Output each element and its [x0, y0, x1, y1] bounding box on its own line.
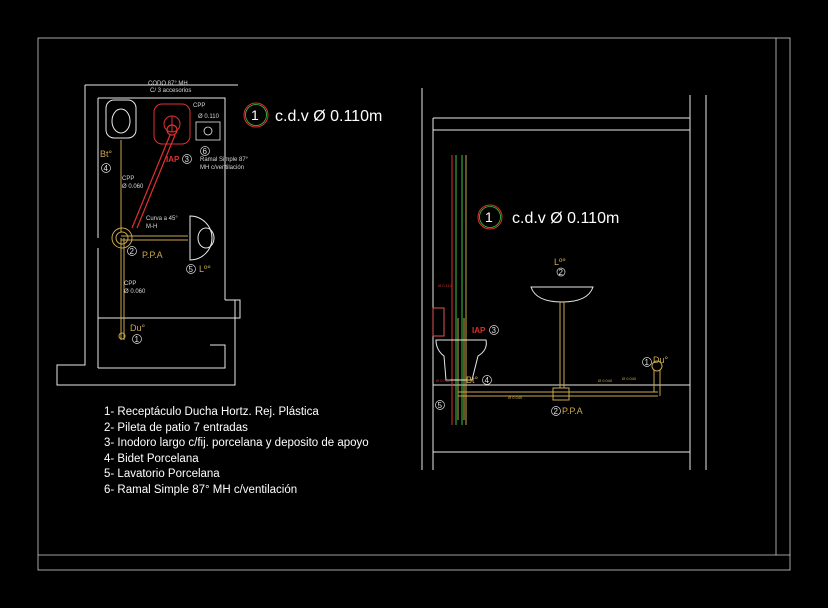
section-walls	[421, 88, 707, 470]
section-left-num: 5	[438, 401, 443, 410]
legend-item: 6- Ramal Simple 87° MH c/ventilación	[104, 483, 298, 496]
plan-inodoro-num: 3	[185, 155, 190, 164]
plan-ppa-label: P.P.A	[142, 250, 163, 260]
plan-cpp-top-dim: Ø 0.110	[198, 114, 220, 120]
plan-cpp-low: CPP	[124, 281, 136, 287]
plan-ducha-num: 1	[135, 335, 140, 344]
legend-item: 2- Pileta de patio 7 entradas	[104, 421, 248, 434]
plan-header-line1: CODO 87° MH	[148, 81, 188, 87]
plan-header-line2: C/ 3 accesorios	[150, 88, 191, 94]
plan-bidet-num: 4	[104, 164, 109, 173]
plan-curva-line1: Curva a 45°	[146, 216, 178, 222]
plan-cpp-mid-dim: Ø 0.060	[122, 184, 144, 190]
section-pipe-note-3: Ø 0.040	[622, 376, 637, 381]
section-lav-num: 2	[559, 268, 564, 277]
section-ppa-label: P.P.A	[562, 406, 583, 416]
section-red-block	[432, 307, 445, 337]
callout-section: 1 c.d.v Ø 0.110m	[477, 204, 619, 230]
section-ppa-num-circle	[551, 406, 561, 416]
ducha-drain	[118, 332, 126, 340]
plan-pipes	[120, 140, 188, 340]
section-lav-pipe	[559, 302, 565, 388]
plan-inodoro-label: IAP	[166, 155, 180, 164]
plan-ppa-num: 2	[130, 247, 135, 256]
plan-lav-num-circle	[186, 264, 196, 274]
section-lav-num-circle	[556, 267, 566, 277]
section-lavatorio	[530, 286, 594, 303]
plan-walls	[56, 84, 241, 386]
section-iap-label: IAP	[472, 326, 486, 335]
section-bidet-label: Bt°	[466, 375, 479, 385]
legend-item: 3- Inodoro largo c/fij. porcelana y depo…	[104, 437, 369, 449]
plan-red-pipe	[131, 124, 178, 229]
section-bidet-num: 4	[485, 376, 490, 385]
section-bidet-num-circle	[482, 375, 492, 385]
callout-plan: 1 c.d.v Ø 0.110m	[243, 102, 382, 128]
legend-item: 5- Lavatorio Porcelana	[104, 468, 220, 480]
fixture-legend: 1- Receptáculo Ducha Hortz. Rej. Plástic…	[104, 405, 369, 498]
section-left-num-circle	[435, 400, 445, 410]
plan-ducha-label: Du°	[130, 323, 146, 333]
plan-ramal-num: 6	[203, 147, 208, 156]
section-ducha-num: 1	[645, 358, 650, 367]
plan-ramal-num-circle	[200, 146, 210, 156]
plan-ramal-line1: Ramal Simple 87°	[200, 157, 249, 163]
lavatorio-fixture	[189, 215, 215, 261]
section-red-note-2: Ø 0.060	[436, 378, 451, 383]
plan-cpp-low-dim: Ø 0.060	[124, 289, 146, 295]
plan-inodoro-num-circle	[182, 154, 192, 164]
callout-plan-text: c.d.v Ø 0.110m	[275, 108, 382, 125]
legend-item: 4- Bidet Porcelana	[104, 452, 199, 465]
callout-section-number: 1	[485, 209, 493, 225]
callout-plan-number: 1	[251, 107, 259, 123]
plan-cpp-top: CPP	[193, 103, 205, 109]
inodoro-fixture	[153, 103, 191, 145]
section-ducha-num-circle	[642, 357, 652, 367]
plan-bidet-label: Bt°	[100, 149, 113, 159]
deposit-fixture	[195, 121, 221, 141]
section-iap-num: 3	[492, 326, 497, 335]
section-view: Lº° 2 IAP 3 Bt° 4 1 Du° 2 P.P.A 5 Ø 0.04…	[421, 88, 707, 470]
section-ducha-label: Du°	[653, 355, 669, 365]
callout-section-text: c.d.v Ø 0.110m	[512, 210, 619, 227]
section-pipe-note-2: Ø 0.040	[598, 378, 613, 383]
bidet-fixture	[105, 99, 137, 139]
sheet-frame	[37, 37, 791, 571]
section-pipe-note-1: Ø 0.040	[508, 395, 523, 400]
plan-ppa-num-circle	[127, 246, 137, 256]
plan-lav-num: 5	[189, 265, 194, 274]
section-lav-label: Lº°	[554, 257, 566, 267]
plan-bidet-num-circle	[101, 163, 111, 173]
plan-curva-line2: M-H	[146, 224, 157, 230]
plan-ramal-line2: MH c/ventilación	[200, 165, 244, 171]
section-red-note-1: Ø 0.110	[438, 283, 453, 288]
plan-cpp-mid: CPP	[122, 176, 134, 182]
ppa-fixture	[111, 227, 133, 249]
plan-lav-label: Lº°	[199, 264, 211, 274]
section-iap-num-circle	[489, 325, 499, 335]
section-drain	[458, 360, 663, 401]
section-ppa-num: 2	[554, 407, 559, 416]
legend-item: 1- Receptáculo Ducha Hortz. Rej. Plástic…	[104, 406, 319, 418]
plan-view: CODO 87° MH C/ 3 accesorios CPP Ø 0.110 …	[56, 81, 249, 386]
plan-ducha-num-circle	[132, 334, 142, 344]
section-inodoro	[432, 307, 487, 381]
